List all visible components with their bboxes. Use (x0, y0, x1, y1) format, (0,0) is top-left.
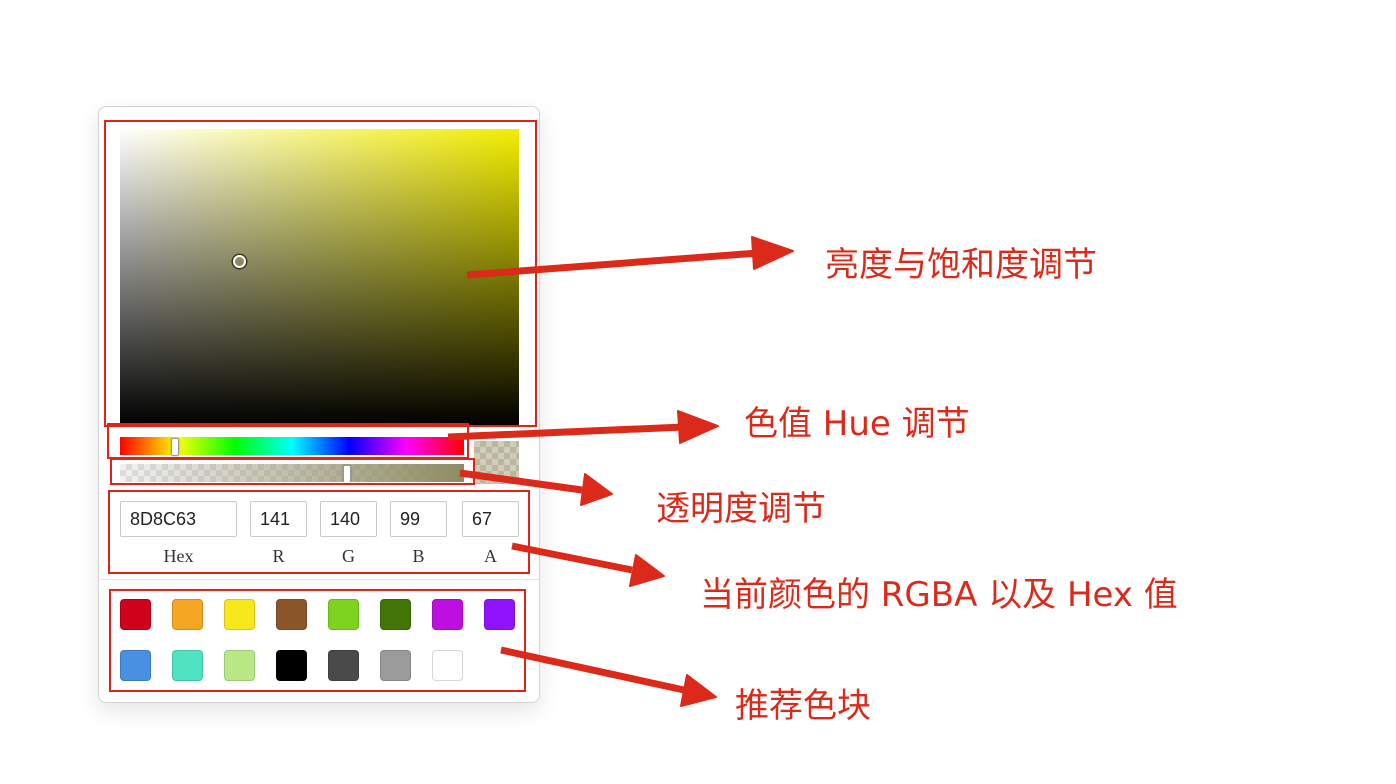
values-arrow-head (629, 554, 665, 587)
alpha-label: A (484, 546, 497, 566)
blue-label: B (412, 546, 425, 566)
red-label: R (272, 546, 285, 566)
alpha-slider-thumb[interactable] (343, 465, 352, 482)
annotation-alpha: 透明度调节 (656, 489, 826, 529)
alpha-gradient (120, 464, 464, 482)
preset-swatch[interactable] (380, 650, 411, 681)
annotation-values: 当前颜色的 RGBA 以及 Hex 值 (700, 575, 1178, 615)
preset-swatch[interactable] (276, 599, 307, 630)
preset-swatch[interactable] (432, 650, 463, 681)
preset-swatch[interactable] (224, 599, 255, 630)
blue-input[interactable] (390, 501, 447, 537)
blue-field: B (390, 501, 447, 567)
alpha-field: A (462, 501, 519, 567)
divider (99, 579, 539, 580)
alpha-input[interactable] (462, 501, 519, 537)
alpha-arrow-head (580, 473, 613, 506)
annotation-hue: 色值 Hue 调节 (744, 404, 970, 444)
preset-swatch[interactable] (224, 650, 255, 681)
hex-input[interactable] (120, 501, 237, 537)
green-label: G (342, 546, 355, 566)
preset-swatch[interactable] (484, 599, 515, 630)
preset-swatch[interactable] (120, 599, 151, 630)
preset-swatch[interactable] (172, 599, 203, 630)
hue-arrow-head (677, 410, 719, 444)
annotation-presets: 推荐色块 (735, 686, 871, 726)
saturation-cursor[interactable] (232, 255, 246, 269)
hue-slider-thumb[interactable] (171, 438, 180, 456)
green-input[interactable] (320, 501, 377, 537)
preset-swatch[interactable] (380, 599, 411, 630)
annotation-saturation: 亮度与饱和度调节 (825, 245, 1097, 285)
hex-field: Hex (120, 501, 237, 567)
current-color-fill (474, 441, 519, 484)
green-field: G (320, 501, 377, 567)
red-input[interactable] (250, 501, 307, 537)
preset-swatch[interactable] (328, 599, 359, 630)
alpha-slider[interactable] (120, 464, 464, 482)
saturation-arrow-head (751, 236, 794, 270)
red-field: R (250, 501, 307, 567)
current-color-preview (474, 441, 519, 484)
preset-swatch[interactable] (276, 650, 307, 681)
presets-arrow-head (680, 674, 717, 707)
preset-swatch[interactable] (432, 599, 463, 630)
preset-swatch[interactable] (120, 650, 151, 681)
hue-slider[interactable] (120, 437, 464, 456)
color-picker-panel: Hex R G B A (98, 106, 540, 703)
hex-label: Hex (163, 546, 194, 566)
saturation-brightness-area[interactable] (120, 129, 519, 425)
preset-swatch[interactable] (328, 650, 359, 681)
preset-swatch[interactable] (172, 650, 203, 681)
